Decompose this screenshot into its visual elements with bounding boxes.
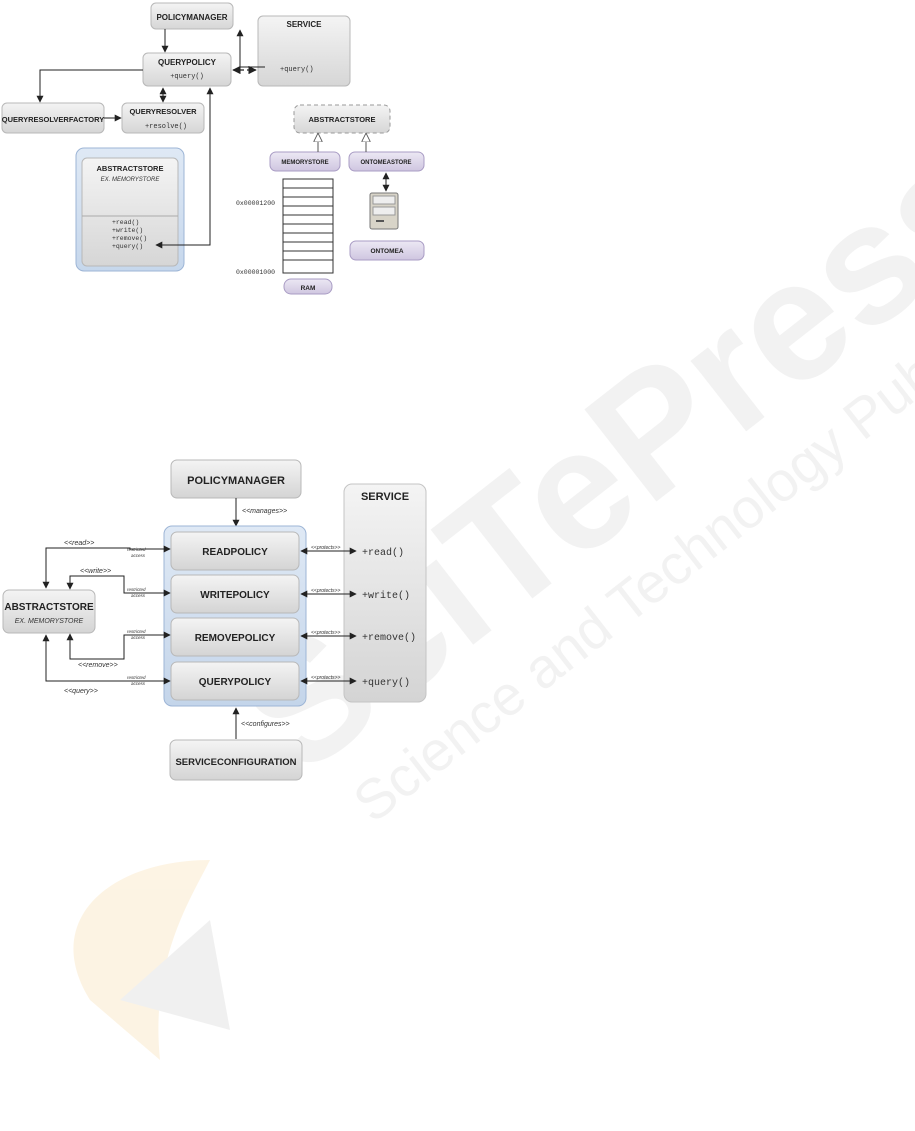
abstract-store-title: ABSTRACTSTORE bbox=[4, 602, 94, 613]
query-policy-box bbox=[170, 661, 300, 701]
service-box bbox=[257, 15, 351, 87]
read-policy-label: READPOLICY bbox=[202, 547, 268, 558]
policy-container bbox=[163, 525, 307, 707]
ontomea-box bbox=[349, 240, 425, 261]
protects-label-remove: <<protects>> bbox=[311, 630, 341, 636]
restricted-read-2: access bbox=[131, 553, 146, 558]
address-high-label: 0x00001200 bbox=[236, 200, 275, 207]
abstract-store-method-write: +write() bbox=[112, 227, 143, 234]
ram-label: RAM bbox=[301, 285, 316, 292]
protects-label-read: <<protects>> bbox=[311, 545, 341, 551]
abstract-store-method-read: +read() bbox=[112, 219, 139, 226]
protects-label-query: <<protects>> bbox=[311, 675, 341, 681]
query-resolver-factory-label: QUERYRESOLVERFACTORY bbox=[2, 115, 105, 124]
write-label: <<write>> bbox=[80, 568, 111, 575]
abstract-store-method-query: +query() bbox=[112, 243, 143, 250]
server-icon bbox=[369, 192, 399, 230]
policy-manager-label: POLICYMANAGER bbox=[156, 13, 227, 22]
memory-store-box bbox=[269, 151, 341, 172]
protects-label-write: <<protects>> bbox=[311, 588, 341, 594]
remove-label: <<remove>> bbox=[78, 662, 118, 669]
remove-policy-label: REMOVEPOLICY bbox=[195, 633, 276, 644]
qp-to-factory-arrow bbox=[36, 69, 143, 103]
ram-box bbox=[283, 278, 333, 295]
manages-label: <<manages>> bbox=[242, 508, 287, 515]
restricted-query-2: access bbox=[131, 681, 146, 686]
restricted-remove-1: restricted bbox=[127, 629, 146, 634]
configures-label: <<configures>> bbox=[241, 721, 290, 728]
write-arrow bbox=[66, 575, 171, 597]
top-diagram: POLICYMANAGER SERVICE +query() QUERYPOLI… bbox=[1, 2, 425, 295]
qp-to-store-query-arrow bbox=[155, 87, 214, 249]
abstract-store-right-box bbox=[293, 104, 391, 134]
watermark-logo-inner bbox=[120, 920, 230, 1030]
service-method-remove: +remove() bbox=[362, 632, 416, 644]
query-policy-label: QUERYPOLICY bbox=[199, 677, 272, 688]
watermark-logo-swoosh bbox=[73, 860, 211, 1060]
remove-arrow bbox=[66, 631, 171, 660]
remove-policy-box bbox=[170, 617, 300, 657]
service-configuration-label: SERVICECONFIGURATION bbox=[175, 757, 296, 768]
abstract-store-sub: EX. MEMORYSTORE bbox=[15, 618, 84, 625]
ram-memory-stack bbox=[282, 178, 334, 274]
service-method-write: +write() bbox=[362, 590, 410, 602]
abstract-store-box bbox=[2, 589, 96, 634]
service-configuration-box bbox=[169, 739, 303, 781]
policy-manager-box bbox=[150, 2, 234, 30]
query-policy-method: +query() bbox=[170, 73, 204, 81]
abstract-store-title: ABSTRACTSTORE bbox=[97, 164, 164, 173]
pm-label: POLICYMANAGER bbox=[187, 475, 285, 487]
query-resolver-method: +resolve() bbox=[145, 123, 187, 131]
restricted-query-1: restricted bbox=[127, 675, 146, 680]
query-policy-title: QUERYPOLICY bbox=[158, 58, 217, 67]
service-method: +query() bbox=[280, 66, 314, 74]
bottom-diagram: POLICYMANAGER <<manages>> SERVICE +read(… bbox=[2, 459, 427, 781]
ontomea-store-label: ONTOMEASTORE bbox=[360, 160, 411, 166]
restricted-remove-2: access bbox=[131, 635, 146, 640]
write-policy-box bbox=[170, 574, 300, 614]
memory-store-label: MEMORYSTORE bbox=[281, 160, 328, 166]
ontomea-label: ONTOMEA bbox=[370, 248, 403, 255]
read-arrow bbox=[42, 545, 171, 589]
service-title: SERVICE bbox=[361, 491, 409, 503]
restricted-write-2: access bbox=[131, 593, 146, 598]
query-resolver-title: QUERYRESOLVER bbox=[129, 107, 197, 116]
write-policy-label: WRITEPOLICY bbox=[200, 590, 270, 601]
service-title: SERVICE bbox=[287, 20, 323, 29]
read-label: <<read>> bbox=[64, 540, 94, 547]
query-label: <<query>> bbox=[64, 688, 98, 695]
restricted-read-1: restricted bbox=[127, 547, 146, 552]
read-policy-box bbox=[170, 531, 300, 571]
service-method-query: +query() bbox=[362, 677, 410, 689]
abstract-store-right-label: ABSTRACTSTORE bbox=[309, 115, 376, 124]
ontomea-store-box bbox=[348, 151, 425, 172]
service-method-read: +read() bbox=[362, 547, 404, 559]
address-low-label: 0x00001000 bbox=[236, 269, 275, 276]
abstract-store-method-remove: +remove() bbox=[112, 235, 147, 242]
restricted-write-1: restricted bbox=[127, 587, 146, 592]
query-arrow bbox=[42, 634, 171, 685]
abstract-store-sub: EX. MEMORYSTORE bbox=[101, 177, 161, 183]
